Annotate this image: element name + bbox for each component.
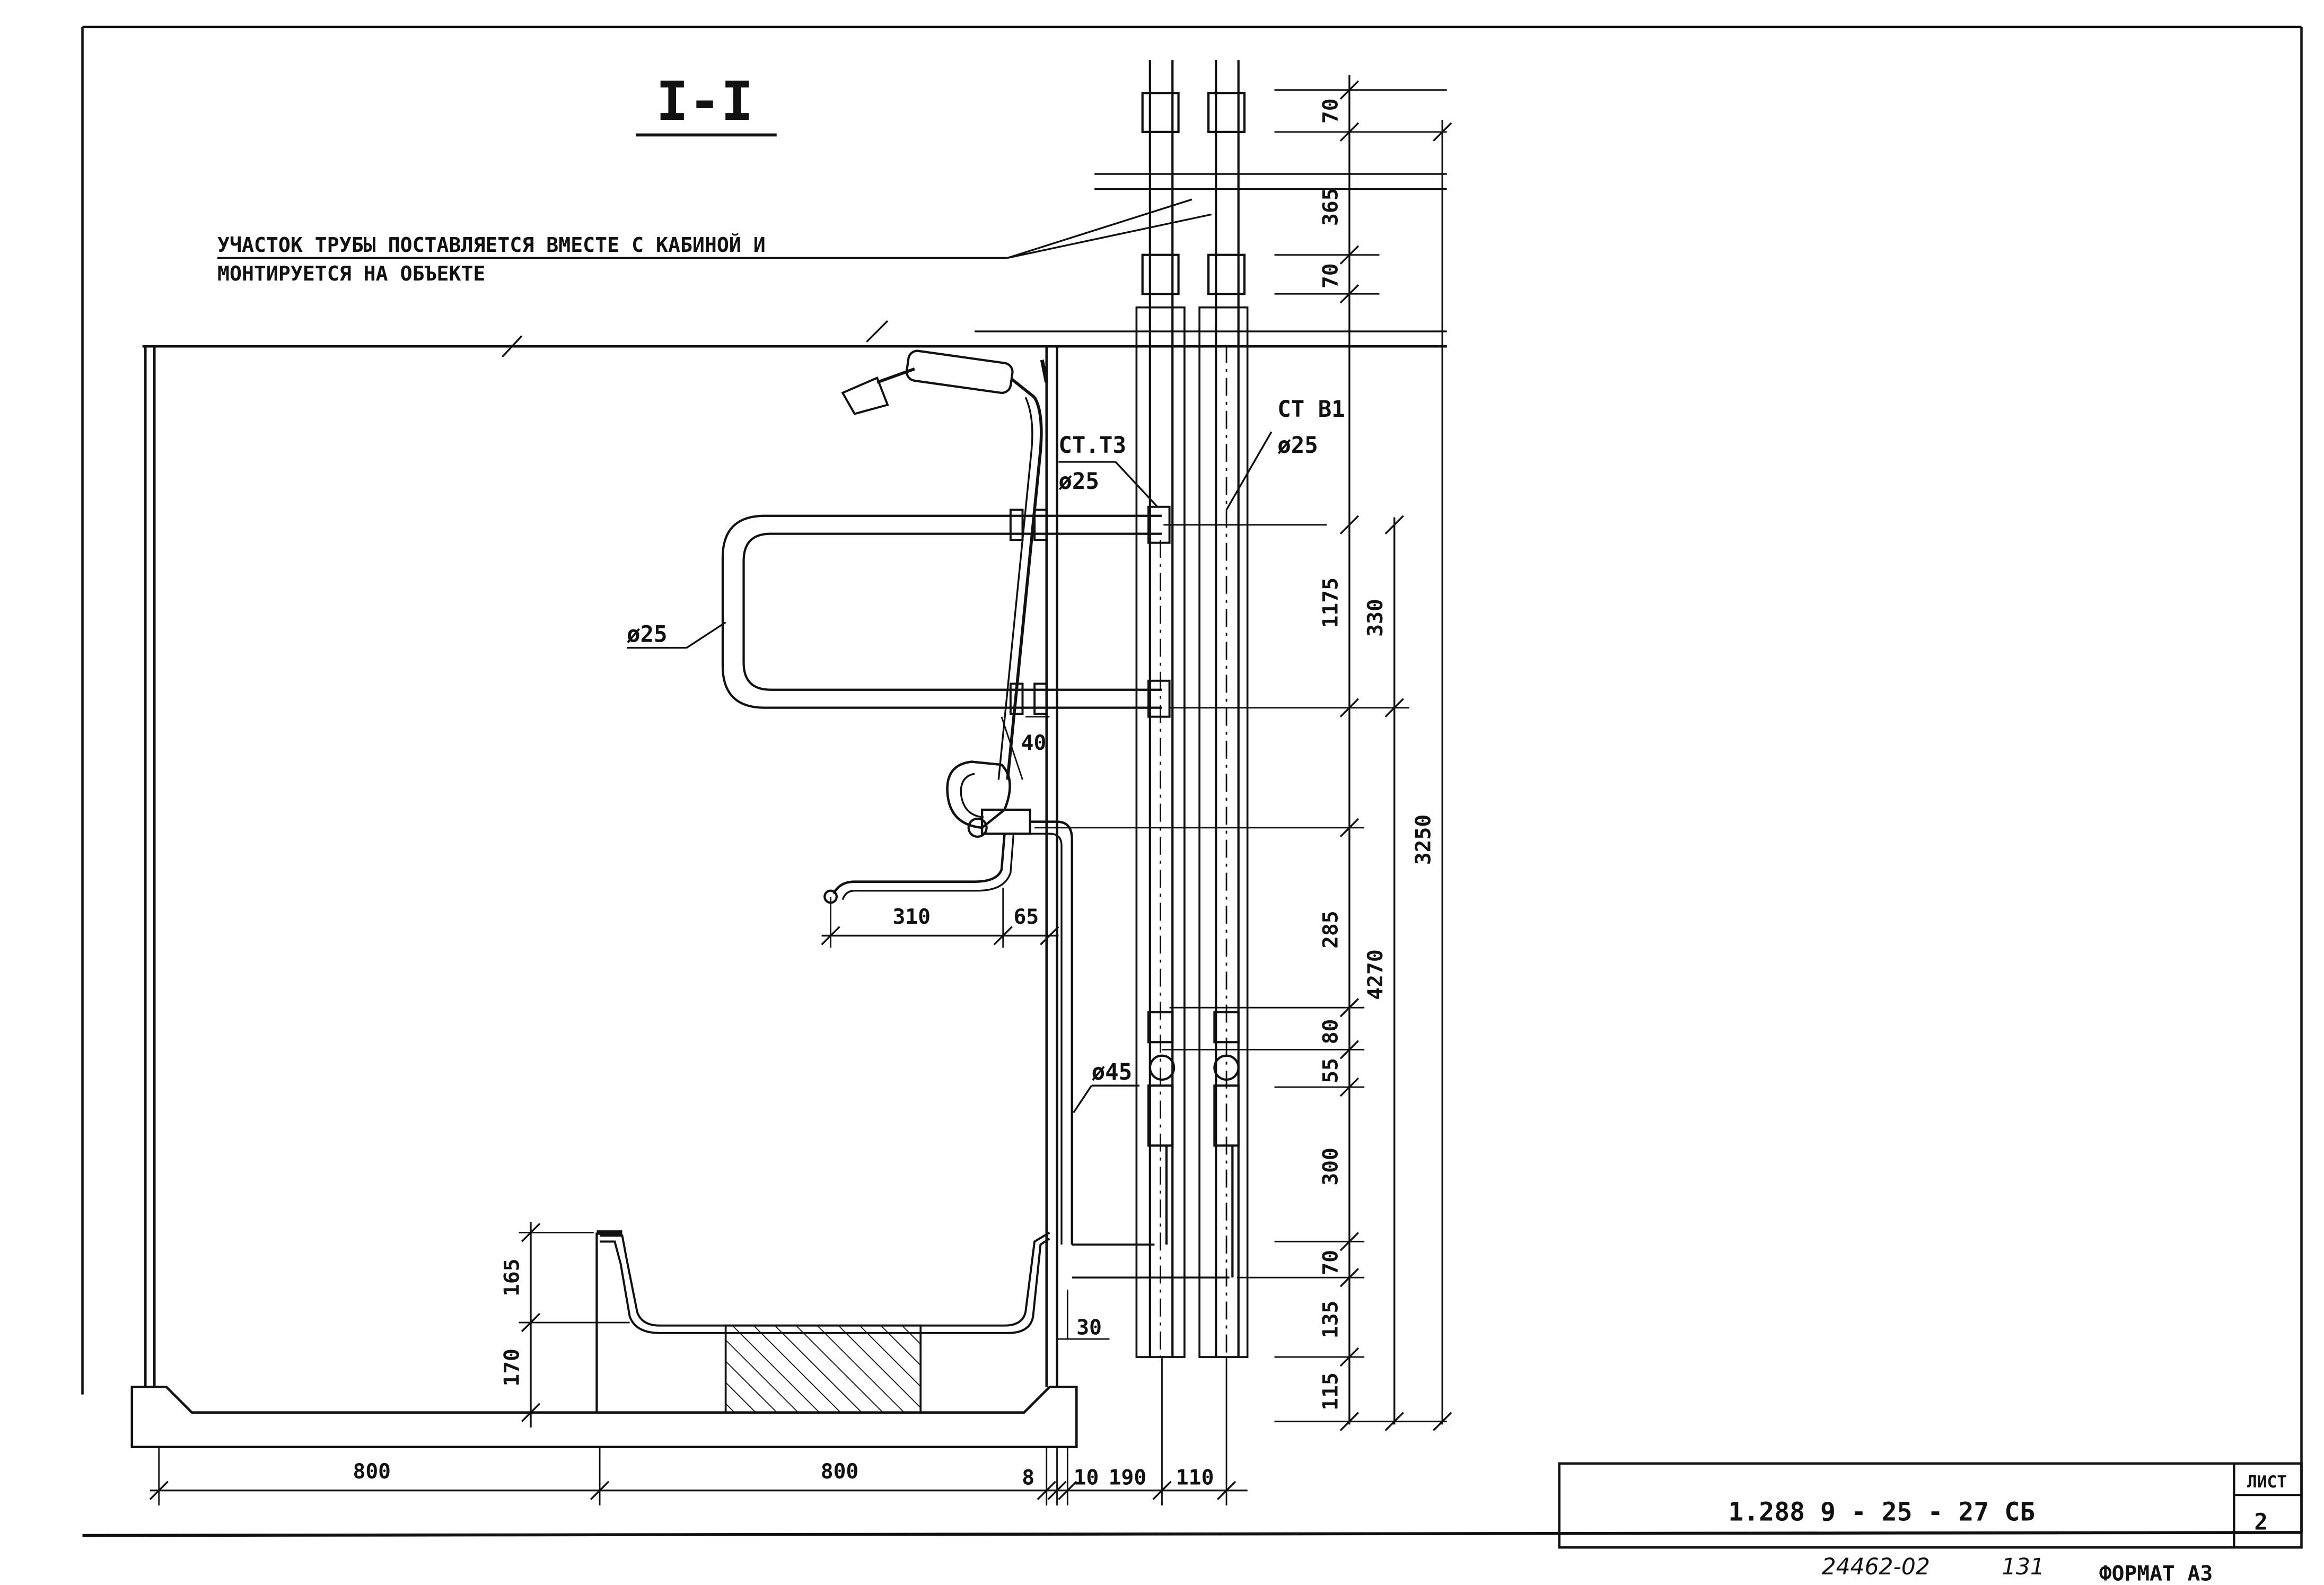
section-title: I-I bbox=[635, 71, 777, 137]
cabin-shell bbox=[130, 346, 1078, 1448]
dim-8: 8 bbox=[1022, 1465, 1034, 1490]
archive-number: 131 bbox=[2002, 1554, 2045, 1580]
dim-170: 170 bbox=[499, 1348, 524, 1386]
shower-pipe-diameter: ø45 bbox=[1092, 1059, 1133, 1085]
dim-3250: 3250 bbox=[1411, 815, 1436, 865]
sheet-label: ЛИСТ bbox=[2247, 1473, 2287, 1492]
section-title-text: I-I bbox=[656, 71, 753, 133]
sheet-frame bbox=[81, 25, 2303, 1537]
dim-365: 365 bbox=[1318, 188, 1343, 225]
dim-190: 190 bbox=[1109, 1465, 1146, 1490]
ceiling-line bbox=[142, 173, 1447, 358]
right-dimension-chain: 70 365 70 1175 330 3250 285 4270 55 80 3… bbox=[1034, 75, 1452, 1431]
sheet-number: 2 bbox=[2254, 1509, 2268, 1535]
riser-labels: СТ.Т3 ø25 СТ В1 ø25 ø25 ø45 bbox=[627, 397, 1345, 1114]
supply-note: УЧАСТОК ТРУБЫ ПОСТАВЛЯЕТСЯ ВМЕСТЕ С КАБИ… bbox=[217, 198, 1212, 286]
dim-800-left: 800 bbox=[353, 1459, 391, 1484]
dim-310: 310 bbox=[892, 905, 930, 929]
bathtub bbox=[595, 1230, 1050, 1414]
dim-300: 300 bbox=[1318, 1148, 1343, 1185]
dim-55: 55 bbox=[1318, 1058, 1343, 1083]
dim-1175: 1175 bbox=[1318, 577, 1343, 628]
dim-285: 285 bbox=[1318, 910, 1343, 948]
towel-rail-diameter: ø25 bbox=[627, 621, 668, 647]
dim-70-low: 70 bbox=[1318, 1250, 1343, 1275]
dim-110: 110 bbox=[1176, 1465, 1214, 1490]
mixer bbox=[823, 760, 1230, 1279]
dim-115: 115 bbox=[1318, 1372, 1343, 1410]
dim-4270: 4270 bbox=[1363, 949, 1388, 1000]
riser-cold-diameter: ø25 bbox=[1277, 433, 1318, 459]
bath-dimensions: 165 170 bbox=[499, 1222, 630, 1428]
dim-330: 330 bbox=[1363, 599, 1388, 636]
dim-135: 135 bbox=[1318, 1301, 1343, 1338]
footer: 24462-02 131 ФОРМАТ А3 bbox=[1822, 1554, 2213, 1585]
dim-10: 10 bbox=[1074, 1465, 1099, 1490]
towel-rail bbox=[721, 505, 1171, 718]
sheet-format: ФОРМАТ А3 bbox=[2099, 1561, 2213, 1584]
shower-head bbox=[841, 349, 1049, 780]
inventory-number: 24462-02 bbox=[1822, 1554, 1930, 1580]
document-code: 1.288 9 - 25 - 27 СБ bbox=[1728, 1497, 2035, 1527]
riser-cold-label: СТ В1 bbox=[1277, 397, 1345, 423]
dim-800-right: 800 bbox=[821, 1459, 858, 1484]
bathtub-support-hatched bbox=[724, 1324, 922, 1414]
mixer-dimensions: 310 65 40 30 bbox=[821, 716, 1110, 1340]
riser-hot-diameter: ø25 bbox=[1058, 469, 1099, 495]
dim-80: 80 bbox=[1318, 1019, 1343, 1045]
dim-70-mid: 70 bbox=[1318, 263, 1343, 288]
note-line-1: УЧАСТОК ТРУБЫ ПОСТАВЛЯЕТСЯ ВМЕСТЕ С КАБИ… bbox=[217, 232, 766, 257]
dim-65: 65 bbox=[1014, 905, 1039, 929]
dim-70-top: 70 bbox=[1318, 98, 1343, 124]
dim-40: 40 bbox=[1021, 731, 1047, 755]
bottom-dimension-chain: 800 800 8 10 190 110 bbox=[149, 1357, 1248, 1506]
note-line-2: МОНТИРУЕТСЯ НА ОБЪЕКТЕ bbox=[217, 262, 485, 286]
dim-165: 165 bbox=[499, 1258, 524, 1296]
dim-30: 30 bbox=[1076, 1316, 1102, 1340]
title-block: 1.288 9 - 25 - 27 СБ ЛИСТ 2 bbox=[1558, 1462, 2303, 1549]
riser-hot-label: СТ.Т3 bbox=[1058, 433, 1126, 459]
